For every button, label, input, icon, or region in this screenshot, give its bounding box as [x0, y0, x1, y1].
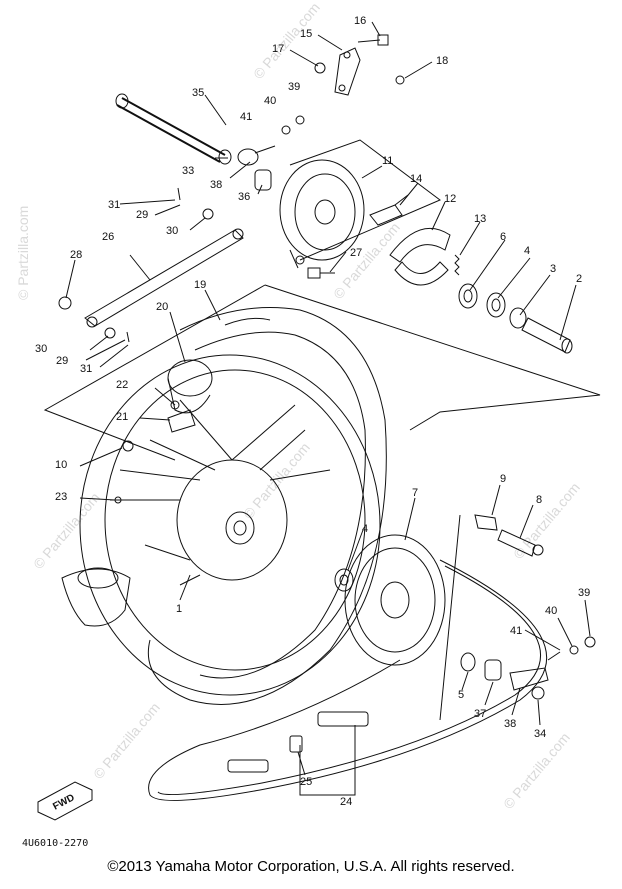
- part-label-34: 34: [534, 728, 546, 740]
- chain-puller: [509, 651, 561, 691]
- collar: [484, 659, 502, 681]
- part-label-27: 27: [350, 247, 362, 259]
- part-label-41: 41: [240, 111, 252, 123]
- part-label-29: 29: [136, 209, 148, 221]
- part-label-39: 39: [578, 587, 590, 599]
- part-label-19: 19: [194, 279, 206, 291]
- part-label-37: 37: [474, 708, 486, 720]
- part-label-25: 25: [300, 776, 312, 788]
- part-label-35: 35: [192, 87, 204, 99]
- part-label-23: 23: [55, 491, 67, 503]
- tire: [147, 307, 387, 705]
- rear-wheel: [79, 354, 381, 696]
- assembly-guide-lines: [43, 139, 601, 721]
- part-label-36: 36: [238, 191, 250, 203]
- chain-puller-bolt: [497, 529, 544, 557]
- axle-collar-parts: [237, 115, 305, 191]
- nut: [531, 686, 545, 700]
- part-label-29: 29: [56, 355, 68, 367]
- part-label-5: 5: [458, 689, 464, 701]
- bolt: [307, 267, 335, 279]
- part-label-38: 38: [210, 179, 222, 191]
- watermark: © Partzilla.com: [15, 206, 31, 300]
- tube: [167, 400, 196, 433]
- part-label-14: 14: [410, 173, 422, 185]
- watermark: © Partzilla.com: [510, 479, 583, 562]
- part-label-12: 12: [444, 193, 456, 205]
- part-label-11: 11: [382, 155, 393, 167]
- leader-lines: [65, 21, 591, 796]
- copyright-notice: ©2013 Yamaha Motor Corporation, U.S.A. A…: [107, 858, 515, 875]
- watermark: © Partzilla.com: [500, 729, 573, 812]
- part-label-39: 39: [288, 81, 300, 93]
- part-label-30: 30: [35, 343, 47, 355]
- part-label-16: 16: [354, 15, 366, 27]
- nut: [584, 636, 596, 648]
- part-label-6: 6: [500, 231, 506, 243]
- part-label-7: 7: [412, 487, 418, 499]
- oil-seal: [509, 307, 527, 329]
- spoke-nipple: [122, 440, 134, 452]
- bearing: [486, 292, 506, 318]
- rim-band: [167, 359, 213, 414]
- chain-puller-plate: [474, 514, 498, 531]
- part-label-8: 8: [536, 494, 542, 506]
- part-label-26: 26: [102, 231, 114, 243]
- washer: [569, 645, 579, 655]
- part-label-31: 31: [80, 363, 92, 375]
- bearing: [458, 283, 478, 309]
- part-label-2: 2: [576, 273, 582, 285]
- brake-shoe-kit: [389, 227, 451, 286]
- watermark: © Partzilla.com: [90, 699, 163, 782]
- diagram-code: 4U6010-2270: [22, 838, 88, 849]
- tension-bar: [58, 187, 244, 343]
- part-label-40: 40: [264, 95, 276, 107]
- drive-chain: [148, 559, 548, 801]
- part-label-1: 1: [176, 603, 182, 615]
- part-label-33: 33: [182, 165, 194, 177]
- part-label-13: 13: [474, 213, 486, 225]
- part-label-3: 3: [550, 263, 556, 275]
- part-label-22: 22: [116, 379, 128, 391]
- part-label-24: 24: [340, 796, 352, 808]
- part-label-21: 21: [116, 411, 128, 423]
- brake-shoe-plate: [279, 159, 365, 269]
- watermark: © Partzilla.com: [250, 0, 323, 82]
- part-label-28: 28: [70, 249, 82, 261]
- camshaft-lever: [314, 34, 405, 96]
- part-label-41: 41: [510, 625, 522, 637]
- part-label-9: 9: [500, 473, 506, 485]
- collar: [460, 652, 476, 672]
- part-label-38: 38: [504, 718, 516, 730]
- spacer: [521, 317, 573, 354]
- part-label-31: 31: [108, 199, 120, 211]
- part-label-17: 17: [272, 43, 284, 55]
- rear-axle: [115, 93, 232, 165]
- part-label-30: 30: [166, 225, 178, 237]
- watermark: © Partzilla.com: [240, 439, 313, 522]
- part-label-4: 4: [524, 245, 530, 257]
- part-label-10: 10: [55, 459, 67, 471]
- brake-camshaft: [369, 194, 409, 226]
- part-label-40: 40: [545, 605, 557, 617]
- sprocket: [344, 534, 446, 666]
- part-label-18: 18: [436, 55, 448, 67]
- fwd-label: FWD: [51, 792, 76, 812]
- part-label-15: 15: [300, 28, 312, 40]
- bearing: [334, 568, 354, 592]
- tire-section: [61, 567, 131, 627]
- brake-spring: [454, 254, 460, 276]
- fwd-arrow-icon: FWD: [37, 781, 93, 821]
- part-label-4: 4: [362, 523, 368, 535]
- chain-joint: [227, 711, 369, 773]
- part-number-labels: 1 2 3 4 4 5 6 7 8 9 10 11 12 13 14 15 16…: [35, 15, 590, 808]
- part-label-20: 20: [156, 301, 168, 313]
